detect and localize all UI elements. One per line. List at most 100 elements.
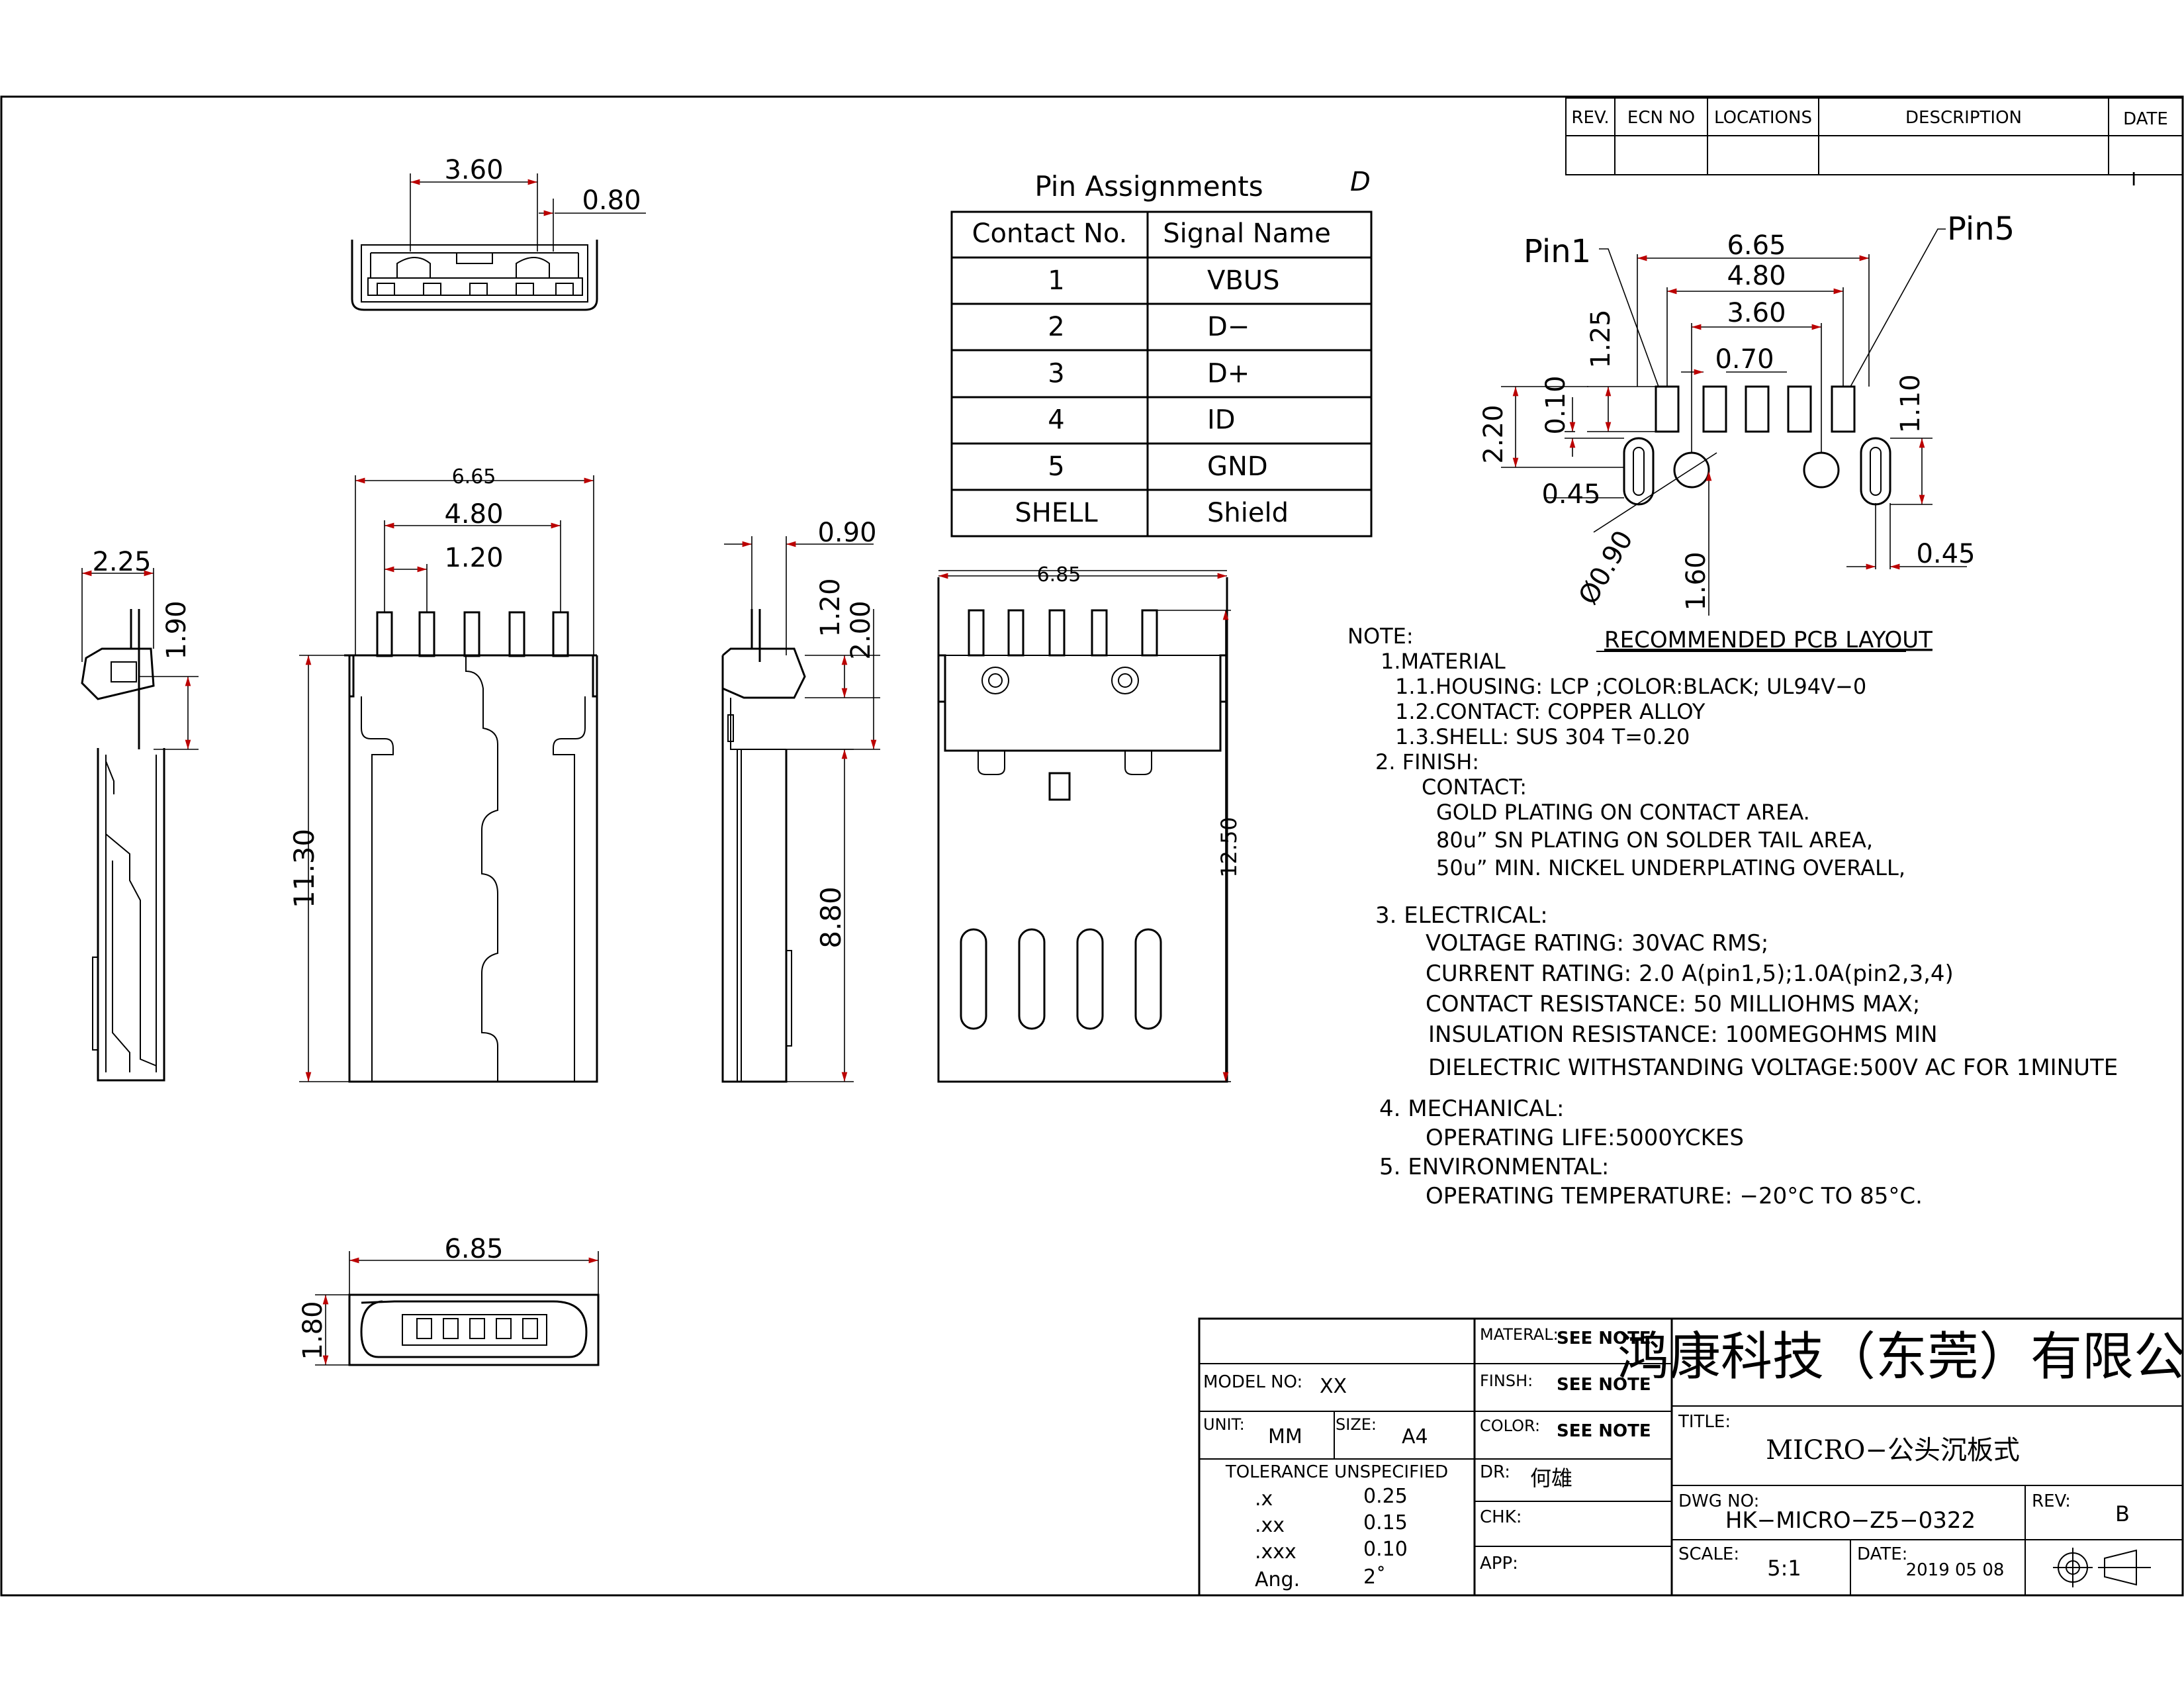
front-dim-pitch: 1.20 xyxy=(444,543,503,573)
end-dim-width: 6.85 xyxy=(444,1234,503,1264)
note-line: 1.3.SHELL: SUS 304 T=0.20 xyxy=(1395,724,1690,749)
scale-value: 5:1 xyxy=(1767,1556,1801,1581)
note-line: 1.MATERIAL xyxy=(1381,649,1506,674)
pcb-dim-070: 0.70 xyxy=(1715,344,1774,375)
back-dim-width: 6.85 xyxy=(1037,563,1081,586)
pcb-dim-360: 3.60 xyxy=(1727,298,1786,328)
material-label: MATERAL: xyxy=(1480,1325,1559,1344)
pcb-dim-dia090: Ø0.90 xyxy=(1573,526,1639,610)
projection-symbol-icon xyxy=(2053,1548,2151,1587)
tolerance-key: Ang. xyxy=(1255,1568,1300,1591)
pin-signal-cell: GND xyxy=(1207,451,1268,482)
front-view: 6.65 4.80 1.20 11.30 xyxy=(288,465,598,1083)
note-line: INSULATION RESISTANCE: 100MEGOHMS MIN xyxy=(1428,1021,1938,1048)
pin-table-corner-mark: D xyxy=(1350,167,1371,197)
title-block: MATERAL: SEE NOTE FINSH: SEE NOTE COLOR:… xyxy=(1198,1317,2184,1597)
date-value: 2019 05 08 xyxy=(1906,1560,2005,1580)
pcb-dim-010: 0.10 xyxy=(1541,375,1571,434)
title-value: MICRO−公头沉板式 xyxy=(1766,1435,2020,1466)
note-line: 80u” SN PLATING ON SOLDER TAIL AREA, xyxy=(1436,827,1873,853)
note-line: CURRENT RATING: 2.0 A(pin1,5);1.0A(pin2,… xyxy=(1426,961,1954,987)
company-name: 鸿康科技（东莞）有限公司 xyxy=(1617,1327,2184,1387)
pin-contact-cell: SHELL xyxy=(1015,498,1098,528)
title-label: TITLE: xyxy=(1678,1412,1731,1432)
dr-label: DR: xyxy=(1480,1462,1510,1482)
top-dim-gap: 0.80 xyxy=(582,185,641,216)
material-value: SEE NOTE xyxy=(1557,1329,1651,1348)
pin-table-title: Pin Assignments xyxy=(1034,170,1263,203)
pin-signal-cell: Shield xyxy=(1207,498,1289,528)
tolerance-value: 0.25 xyxy=(1363,1485,1408,1508)
pin-contact-cell: 2 xyxy=(1048,312,1064,342)
note-line: 3. ELECTRICAL: xyxy=(1375,902,1548,929)
note-line: GOLD PLATING ON CONTACT AREA. xyxy=(1436,800,1810,825)
model-label: MODEL NO: xyxy=(1203,1372,1302,1392)
note-line: VOLTAGE RATING: 30VAC RMS; xyxy=(1426,930,1768,957)
app-label: APP: xyxy=(1480,1554,1518,1573)
finish-value: SEE NOTE xyxy=(1557,1375,1651,1395)
tolerance-value: 2˚ xyxy=(1363,1566,1386,1589)
date-label: DATE: xyxy=(1857,1544,1907,1564)
pcb-dim-220: 2.20 xyxy=(1479,404,1509,463)
tolerance-value: 0.10 xyxy=(1363,1538,1408,1561)
pcb-dim-480: 4.80 xyxy=(1727,261,1786,291)
pin-contact-cell: 1 xyxy=(1048,265,1064,296)
note-line: 2. FINISH: xyxy=(1375,749,1479,774)
col-signal-header: Signal Name xyxy=(1163,218,1331,249)
front-dim-outer: 4.80 xyxy=(444,499,503,530)
revision-block: REV. ECN NO LOCATIONS DESCRIPTION DATE I xyxy=(1565,97,2183,190)
color-value: SEE NOTE xyxy=(1557,1421,1651,1441)
mid-dim-thick: 0.90 xyxy=(817,518,876,548)
pcb-dim-045b: 0.45 xyxy=(1916,539,1975,569)
sheet-border xyxy=(0,95,2184,1597)
note-line: CONTACT RESISTANCE: 50 MILLIOHMS MAX; xyxy=(1426,991,1920,1017)
end-dim-height: 1.80 xyxy=(298,1301,328,1360)
pcb-dim-045a: 0.45 xyxy=(1541,479,1600,510)
dr-value: 何雄 xyxy=(1530,1466,1572,1491)
pin-contact-cell: 5 xyxy=(1048,451,1064,482)
tolerance-key: .xxx xyxy=(1255,1540,1297,1564)
finish-label: FINSH: xyxy=(1480,1372,1533,1390)
note-line: OPERATING LIFE:5000YCKES xyxy=(1426,1125,1744,1151)
left-dim-width: 2.25 xyxy=(92,547,151,577)
rev-value: B xyxy=(2115,1501,2130,1526)
pin5-label: Pin5 xyxy=(1947,211,2015,248)
note-line: 5. ENVIRONMENTAL: xyxy=(1379,1154,1609,1180)
pin-contact-cell: 4 xyxy=(1048,405,1064,436)
scale-label: SCALE: xyxy=(1678,1544,1739,1564)
rev-label: REV: xyxy=(2032,1491,2071,1511)
pin1-label: Pin1 xyxy=(1524,233,1591,270)
rev-header: REV. xyxy=(1571,108,1609,128)
revision-mark: I xyxy=(2131,168,2136,190)
top-dim-width: 3.60 xyxy=(444,155,503,185)
note-line: 1.2.CONTACT: COPPER ALLOY xyxy=(1395,699,1706,724)
top-view: 3.60 0.80 xyxy=(351,155,646,311)
mid-dim-height: 8.80 xyxy=(815,886,847,949)
pin-signal-cell: VBUS xyxy=(1207,265,1279,296)
dwg-label: DWG NO: xyxy=(1678,1491,1759,1511)
unit-value: MM xyxy=(1268,1425,1302,1448)
ecn-header: ECN NO xyxy=(1627,108,1695,128)
model-value: XX xyxy=(1320,1375,1347,1398)
description-header: DESCRIPTION xyxy=(1905,108,2022,128)
size-label: SIZE: xyxy=(1336,1415,1377,1434)
tolerance-key: .x xyxy=(1255,1487,1273,1511)
mid-dim-a: 1.20 xyxy=(815,578,846,637)
note-line: 4. MECHANICAL: xyxy=(1379,1096,1565,1122)
note-line: NOTE: xyxy=(1347,624,1414,649)
dwg-value: HK−MICRO−Z5−0322 xyxy=(1725,1507,1976,1534)
front-dim-height: 11.30 xyxy=(288,829,320,908)
end-view: 6.85 1.80 xyxy=(298,1234,600,1366)
pcb-dim-160: 1.60 xyxy=(1681,551,1711,610)
note-line: 1.1.HOUSING: LCP ;COLOR:BLACK; UL94V−0 xyxy=(1395,674,1866,699)
chk-label: CHK: xyxy=(1480,1507,1522,1527)
tolerance-value: 0.15 xyxy=(1363,1511,1408,1534)
pin-signal-cell: ID xyxy=(1207,405,1236,436)
side-view-left: 2.25 1.90 xyxy=(81,547,199,1082)
note-line: OPERATING TEMPERATURE: −20°C TO 85°C. xyxy=(1426,1183,1923,1209)
date-header: DATE xyxy=(2123,109,2168,129)
tolerance-key: .xx xyxy=(1255,1514,1285,1537)
pin-contact-cell: 3 xyxy=(1048,358,1064,389)
pcb-dim-125: 1.25 xyxy=(1586,309,1616,368)
